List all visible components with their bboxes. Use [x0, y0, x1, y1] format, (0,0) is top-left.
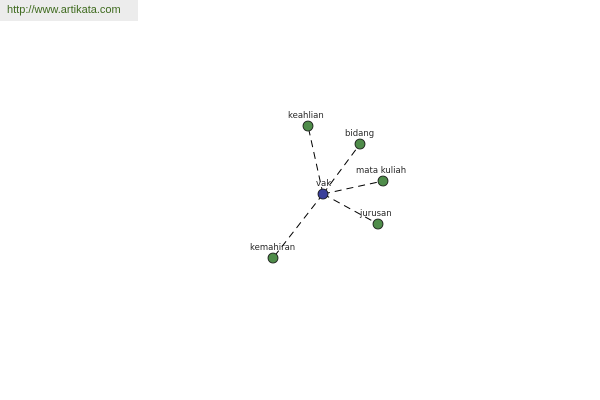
node-keahlian[interactable]: [302, 120, 314, 132]
node-mata-kuliah[interactable]: [377, 175, 389, 187]
edge-vak-jurusan: [322, 193, 379, 225]
edge-vak-kemahiran: [272, 193, 324, 259]
node-label-keahlian[interactable]: keahlian: [288, 111, 324, 121]
node-label-mata-kuliah[interactable]: mata kuliah: [356, 166, 406, 176]
node-label-kemahiran[interactable]: kemahiran: [250, 243, 295, 253]
node-label-bidang[interactable]: bidang: [345, 129, 374, 139]
graph-nodes: [267, 120, 389, 264]
node-label-center[interactable]: vak: [316, 179, 331, 189]
node-center-vak[interactable]: [317, 188, 329, 200]
graph-edges: [272, 125, 384, 259]
node-bidang[interactable]: [354, 138, 366, 150]
node-jurusan[interactable]: [372, 218, 384, 230]
source-url-bar: http://www.artikata.com: [0, 0, 138, 21]
node-label-jurusan[interactable]: jurusan: [359, 209, 392, 219]
source-url-text[interactable]: http://www.artikata.com: [7, 4, 121, 16]
node-kemahiran[interactable]: [267, 252, 279, 264]
graph-labels: keahlian bidang mata kuliah jurusan kemahira…: [250, 111, 406, 253]
edge-vak-bidang: [322, 143, 361, 195]
edge-vak-mata-kuliah: [322, 180, 384, 195]
